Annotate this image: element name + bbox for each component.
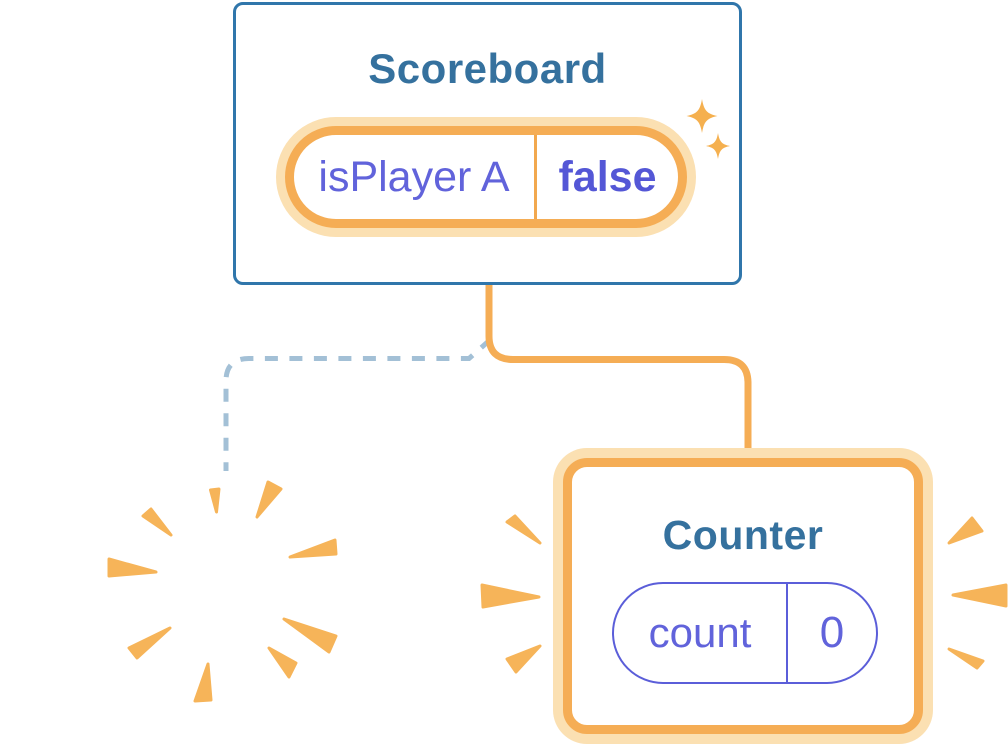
scoreboard-title: Scoreboard: [368, 45, 607, 92]
state-value-label: false: [558, 152, 657, 201]
scoreboard-state-pill: isPlayer A false: [285, 126, 687, 228]
emphasis-burst-icon: [480, 514, 542, 674]
active-link-line: [485, 284, 752, 465]
emphasis-burst-icon: [947, 516, 1008, 670]
count-key-label: count: [648, 609, 752, 656]
counter-title: Counter: [662, 512, 824, 558]
removed-component-card: [85, 455, 369, 725]
count-value-label: 0: [819, 608, 845, 657]
state-key-label: isPlayer A: [318, 152, 510, 201]
counter-card: Counter count 0: [563, 458, 923, 734]
state-pill-divider: [534, 135, 537, 219]
count-pill-divider: [786, 584, 788, 682]
counter-state-pill: count 0: [612, 582, 878, 684]
scoreboard-card: Scoreboard isPlayer A false: [233, 2, 742, 285]
removed-link-dashed-line: [223, 337, 493, 471]
